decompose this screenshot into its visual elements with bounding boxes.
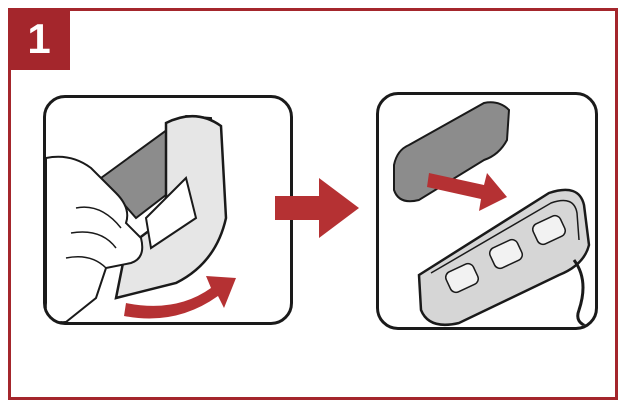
peel-backing-illustration [46, 98, 290, 322]
panel-peel-backing [43, 95, 293, 325]
attach-arrow-icon [427, 173, 507, 211]
right-arrow-icon [273, 176, 361, 240]
panel-attach-device [376, 92, 598, 330]
device-cable [574, 260, 589, 327]
step-number-badge: 1 [8, 8, 70, 70]
attach-device-illustration [379, 95, 595, 327]
